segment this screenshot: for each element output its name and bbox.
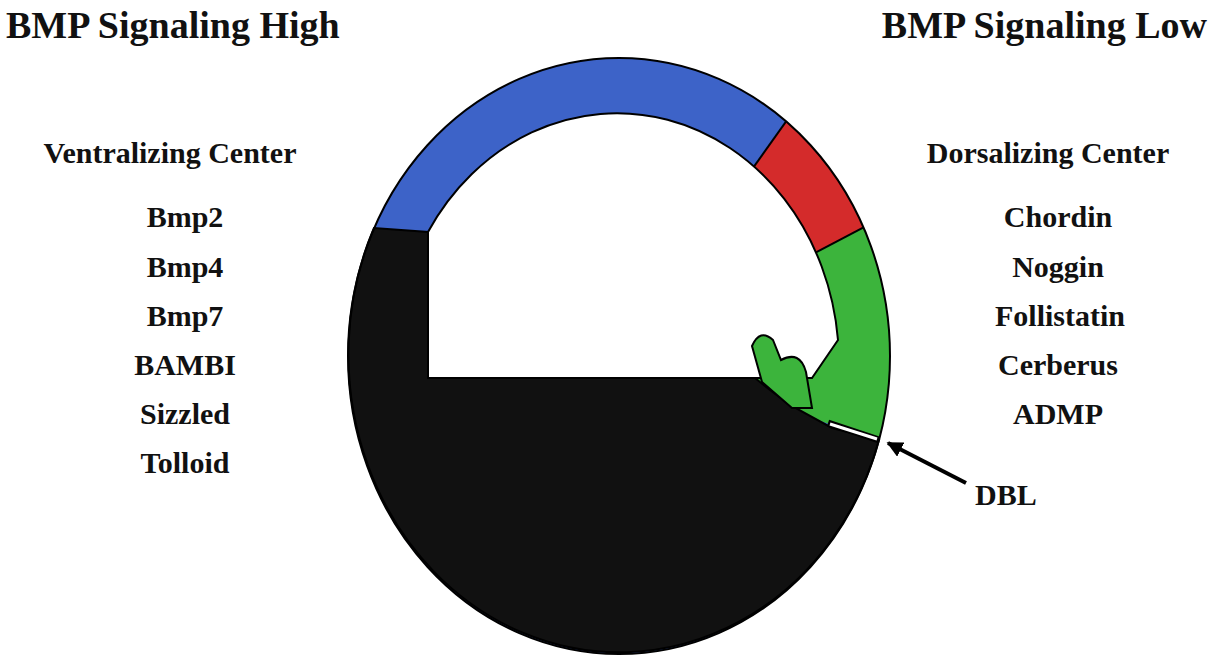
gene-name: Tolloid xyxy=(141,446,230,481)
signaling-heading: BMP Signaling High xyxy=(6,4,340,48)
signaling-heading: BMP Signaling Low xyxy=(882,4,1207,48)
gene-name: Bmp7 xyxy=(147,299,224,334)
center-heading: Ventralizing Center xyxy=(43,136,296,171)
gene-name: Bmp4 xyxy=(147,250,224,285)
dbl-pointer-arrow xyxy=(888,443,966,483)
blastocoel xyxy=(428,113,838,378)
gene-name: Noggin xyxy=(1012,250,1104,285)
structure-label: DBL xyxy=(975,478,1037,513)
involuting-mesoderm xyxy=(752,335,812,408)
gene-name: ADMP xyxy=(1013,397,1103,432)
blastopore-cleft xyxy=(830,424,877,439)
gene-name: Bmp2 xyxy=(147,200,224,235)
gene-name: Sizzled xyxy=(140,397,230,432)
gene-name: Follistatin xyxy=(995,299,1125,334)
yolk-endoderm xyxy=(348,228,879,652)
gene-name: Chordin xyxy=(1004,200,1112,235)
gene-name: BAMBI xyxy=(134,348,236,383)
center-heading: Dorsalizing Center xyxy=(927,136,1169,171)
gene-name: Cerberus xyxy=(998,348,1118,383)
